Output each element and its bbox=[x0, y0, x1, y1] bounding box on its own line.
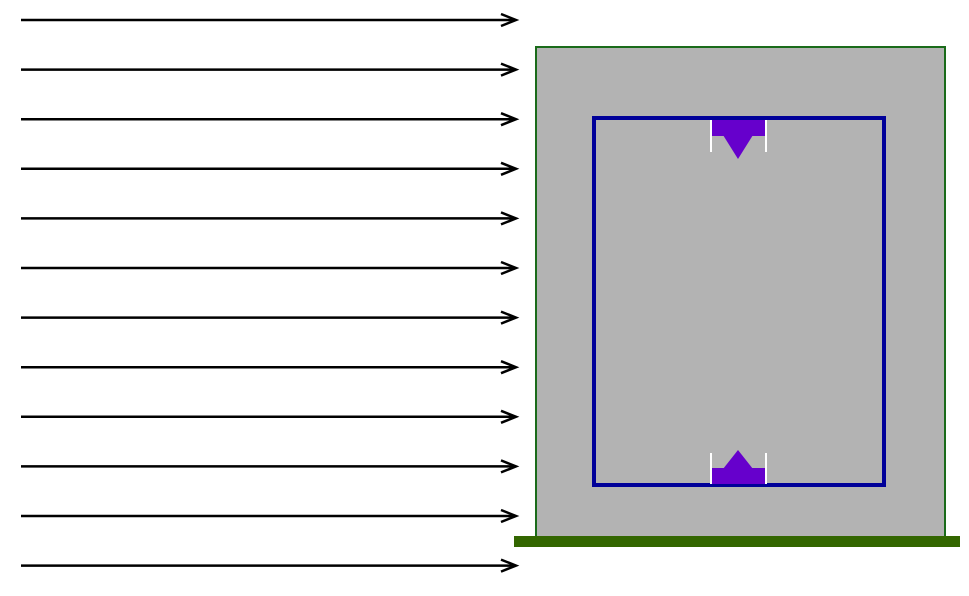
flow-arrow-head bbox=[500, 409, 520, 424]
ground-bar bbox=[514, 536, 960, 547]
flow-arrow bbox=[21, 112, 520, 127]
flow-arrow bbox=[21, 508, 520, 524]
flow-arrow bbox=[21, 62, 520, 77]
flow-arrow-head bbox=[500, 211, 520, 226]
flow-arrow-head bbox=[500, 161, 520, 176]
flow-arrow-head bbox=[500, 112, 520, 127]
flow-arrow bbox=[21, 12, 520, 28]
inner-frame bbox=[592, 116, 886, 487]
marker-arrow-down bbox=[723, 135, 753, 159]
markers-group bbox=[710, 120, 767, 484]
marker-top bbox=[710, 120, 767, 159]
marker-plate bbox=[711, 468, 766, 484]
flow-arrow bbox=[21, 161, 520, 176]
flow-arrow-head bbox=[500, 508, 520, 524]
flow-arrow bbox=[21, 409, 520, 424]
flow-arrow bbox=[21, 310, 520, 325]
flow-arrow bbox=[21, 211, 520, 226]
flow-arrow bbox=[21, 360, 520, 375]
flow-arrow bbox=[21, 558, 520, 573]
flow-arrow bbox=[21, 459, 520, 474]
flow-arrow bbox=[21, 260, 520, 276]
flow-arrow-head bbox=[500, 558, 520, 573]
flow-arrow-head bbox=[500, 62, 520, 77]
flow-arrow-head bbox=[500, 260, 520, 276]
incoming-flow-arrows bbox=[21, 12, 520, 573]
marker-plate bbox=[711, 120, 766, 136]
marker-bottom bbox=[710, 450, 767, 484]
flow-arrow-head bbox=[500, 310, 520, 325]
flow-arrow-head bbox=[500, 360, 520, 375]
marker-arrow-up bbox=[723, 450, 753, 469]
flow-arrow-head bbox=[500, 459, 520, 474]
flow-arrow-head bbox=[500, 12, 520, 28]
